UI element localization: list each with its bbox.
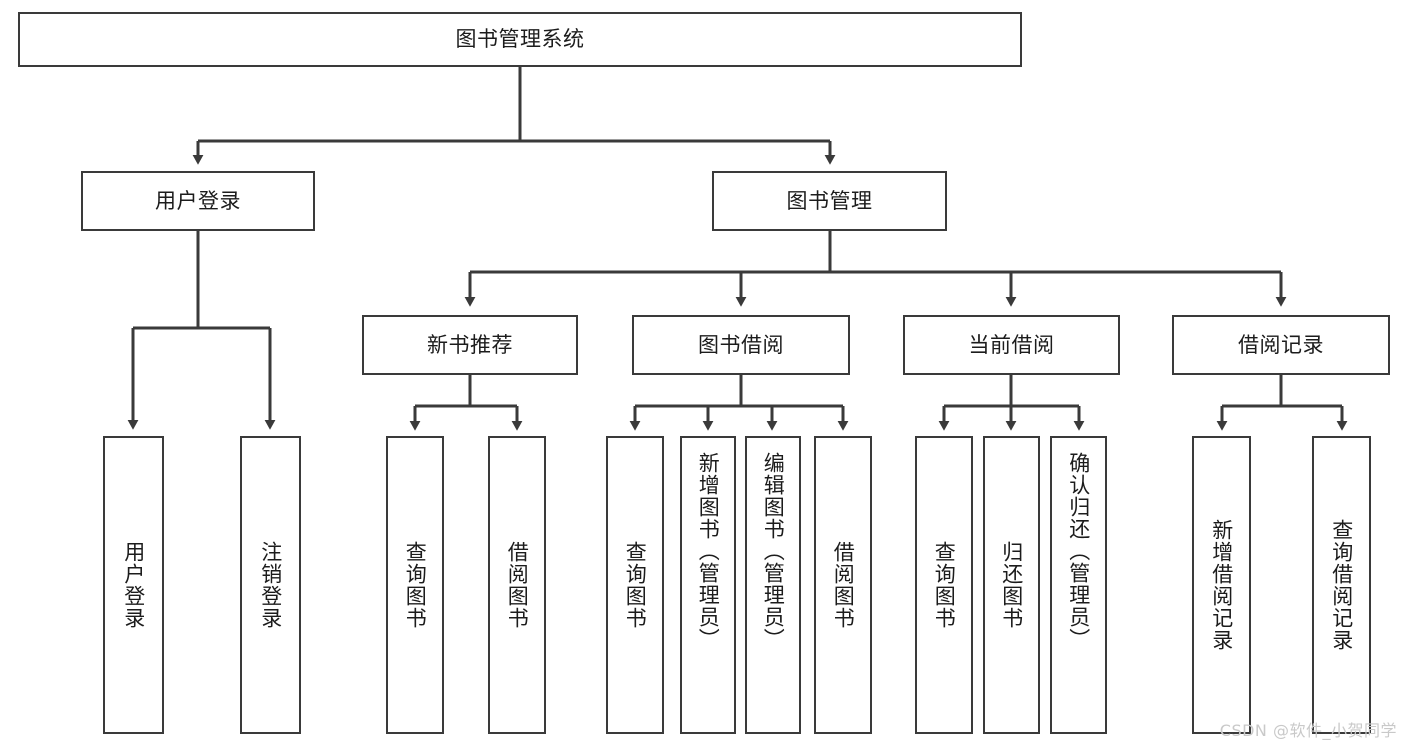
node-borrow-record-label: 借阅记录 <box>1238 332 1324 357</box>
node-book-borrow[interactable]: 图书借阅 <box>632 315 850 375</box>
node-new-book-rec-label: 新书推荐 <box>427 332 513 357</box>
node-leaf-query-book-a[interactable]: 查询图书 <box>386 436 444 734</box>
node-leaf-edit-book[interactable]: 编辑图书（管理员） <box>745 436 801 734</box>
node-leaf-edit-book-label: 编辑图书（管理员） <box>761 452 786 650</box>
node-leaf-query-book-c[interactable]: 查询图书 <box>915 436 973 734</box>
node-root-label: 图书管理系统 <box>455 27 585 52</box>
node-leaf-add-record[interactable]: 新增借阅记录 <box>1192 436 1251 734</box>
node-leaf-return-book[interactable]: 归还图书 <box>983 436 1040 734</box>
node-leaf-confirm-return[interactable]: 确认归还（管理员） <box>1050 436 1107 734</box>
node-leaf-query-record[interactable]: 查询借阅记录 <box>1312 436 1371 734</box>
node-book-manage[interactable]: 图书管理 <box>712 171 947 231</box>
node-root[interactable]: 图书管理系统 <box>18 12 1022 67</box>
node-leaf-confirm-return-label: 确认归还（管理员） <box>1066 452 1091 650</box>
node-leaf-borrow-book-a-label: 借阅图书 <box>505 541 530 629</box>
node-user-login-label: 用户登录 <box>155 188 241 213</box>
node-leaf-return-book-label: 归还图书 <box>999 541 1024 629</box>
node-leaf-query-book-a-label: 查询图书 <box>403 541 428 629</box>
node-leaf-query-book-b-label: 查询图书 <box>623 541 648 629</box>
node-leaf-borrow-book-b[interactable]: 借阅图书 <box>814 436 872 734</box>
node-leaf-add-book-label: 新增图书（管理员） <box>696 452 721 650</box>
node-leaf-borrow-book-b-label: 借阅图书 <box>831 541 856 629</box>
node-book-borrow-label: 图书借阅 <box>698 332 784 357</box>
csdn-watermark: CSDN @软件_小贺同学 <box>1219 721 1397 740</box>
node-leaf-logout-label: 注销登录 <box>258 541 283 629</box>
node-leaf-query-book-c-label: 查询图书 <box>932 541 957 629</box>
node-leaf-user-login[interactable]: 用户登录 <box>103 436 164 734</box>
node-borrow-record[interactable]: 借阅记录 <box>1172 315 1390 375</box>
node-leaf-borrow-book-a[interactable]: 借阅图书 <box>488 436 546 734</box>
node-leaf-add-book[interactable]: 新增图书（管理员） <box>680 436 736 734</box>
node-leaf-logout[interactable]: 注销登录 <box>240 436 301 734</box>
node-new-book-rec[interactable]: 新书推荐 <box>362 315 578 375</box>
node-leaf-add-record-label: 新增借阅记录 <box>1209 519 1234 651</box>
node-user-login[interactable]: 用户登录 <box>81 171 315 231</box>
node-current-borrow[interactable]: 当前借阅 <box>903 315 1120 375</box>
node-leaf-query-book-b[interactable]: 查询图书 <box>606 436 664 734</box>
node-leaf-query-record-label: 查询借阅记录 <box>1329 519 1354 651</box>
node-leaf-user-login-label: 用户登录 <box>121 541 146 629</box>
node-book-manage-label: 图书管理 <box>786 188 873 213</box>
node-current-borrow-label: 当前借阅 <box>968 332 1055 357</box>
